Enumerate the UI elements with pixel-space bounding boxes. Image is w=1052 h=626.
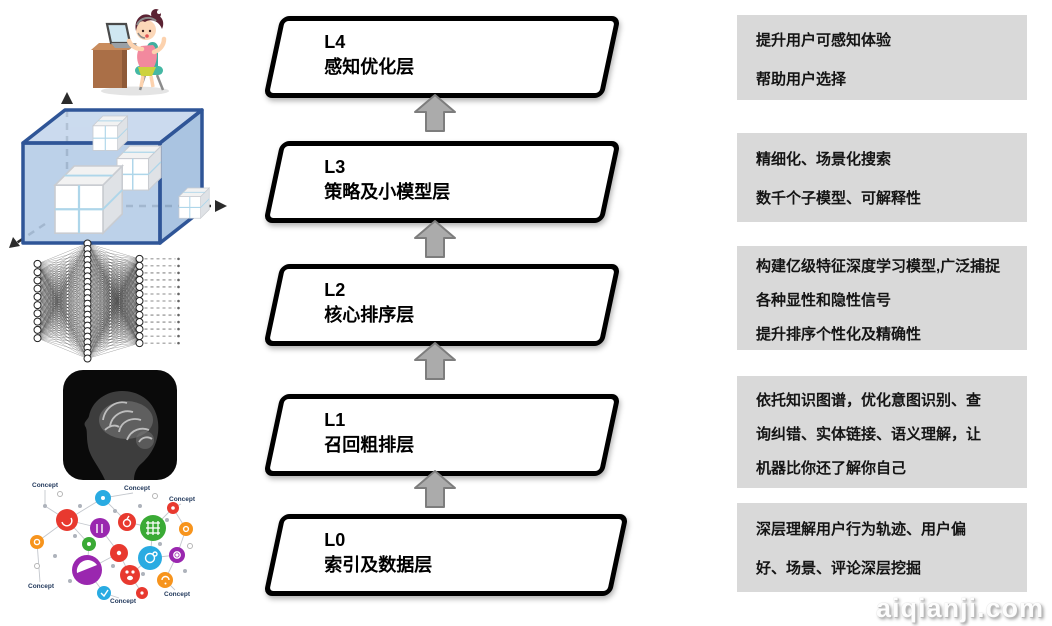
concept-label: Concept: [28, 583, 55, 590]
knowledge-graph-icon: Concept Concept Concept Concept Concept …: [28, 482, 196, 605]
cube-icon: [9, 92, 227, 248]
knowledge-graph-figure: Concept Concept Concept Concept Concept …: [15, 476, 196, 609]
graph-node-glyphs: [33, 496, 190, 598]
layer-id-l4: L4: [324, 32, 346, 52]
layer-id-l3: L3: [324, 157, 346, 177]
head-silhouette: [84, 391, 159, 480]
up-arrow-icon: [413, 341, 457, 381]
description-box-l3: 精细化、场景化搜索 数千个子模型、可解释性: [737, 133, 1027, 222]
axis-up-arrowhead: [61, 92, 73, 104]
description-line: 深层理解用户行为轨迹、用户偏: [756, 521, 967, 538]
layer-id-l0: L0: [324, 530, 346, 550]
layer-name-l4: 感知优化层: [324, 57, 415, 77]
brain-folds: [102, 401, 153, 443]
layer-id-l2: L2: [324, 280, 346, 300]
description-box-l2: 构建亿级特征深度学习模型,广泛捕捉 各种显性和隐性信号 提升排序个性化及精确性: [737, 246, 1027, 350]
vector-space-cube-figure: [5, 88, 230, 258]
layer-box-l0: L0 索引及数据层: [263, 514, 629, 596]
up-arrow-icon: [413, 469, 457, 509]
layer-box-l3: L3 策略及小模型层: [263, 141, 621, 223]
layer-box-l1: L1 召回粗排层: [263, 394, 621, 476]
layer-id-l1: L1: [324, 410, 346, 430]
axis-right-arrowhead: [215, 200, 227, 212]
layer-name-l2: 核心排序层: [324, 305, 415, 325]
layer-box-l2: L2 核心排序层: [263, 264, 621, 346]
layer-name-l0: 索引及数据层: [324, 555, 433, 575]
neural-network-icon: [33, 239, 180, 363]
watermark-text: aiqianji.com: [875, 593, 1044, 623]
brain-xray-figure: [63, 370, 177, 485]
layer-name-l3: 策略及小模型层: [324, 182, 451, 202]
graph-connector-dots: [43, 504, 187, 583]
description-line: 询纠错、实体链接、语义理解，让: [756, 426, 982, 443]
description-line: 精细化、场景化搜索: [756, 151, 892, 168]
mini-cube-large: [53, 164, 124, 235]
concept-label: Concept: [169, 496, 195, 503]
layer-name-l1: 召回粗排层: [324, 435, 415, 455]
description-box-l1: 依托知识图谱，优化意图识别、查 询纠错、实体链接、语义理解，让 机器比你还了解你…: [737, 376, 1027, 488]
description-line: 数千个子模型、可解释性: [756, 190, 922, 207]
concept-label: Concept: [124, 485, 151, 492]
description-line: 提升排序个性化及精确性: [756, 326, 922, 343]
description-line: 各种显性和隐性信号: [756, 292, 892, 309]
description-line: 构建亿级特征深度学习模型,广泛捕捉: [756, 258, 1001, 275]
mini-cube-right: [116, 145, 162, 191]
mini-cube-outside: [178, 187, 210, 219]
description-line: 机器比你还了解你自己: [756, 460, 907, 477]
description-box-l4: 提升用户可感知体验 帮助用户选择: [737, 15, 1027, 100]
axis-diagonal-arrowhead: [9, 237, 20, 248]
layer-box-l4: L4 感知优化层: [263, 16, 621, 98]
girl-at-laptop-icon: [91, 9, 169, 96]
description-line: 提升用户可感知体验: [756, 32, 892, 49]
graph-open-dots: [34, 491, 193, 569]
desk: [91, 43, 137, 88]
description-line: 好、场景、评论深层挖掘: [756, 560, 922, 577]
neural-network-figure: [25, 238, 190, 369]
description-line: 帮助用户选择: [756, 71, 847, 88]
concept-label: Concept: [32, 482, 59, 489]
girl-at-laptop-clipart: [85, 8, 180, 101]
concept-labels: Concept Concept Concept Concept Concept …: [28, 482, 196, 605]
girl: [126, 9, 167, 88]
description-box-l0: 深层理解用户行为轨迹、用户偏 好、场景、评论深层挖掘: [737, 503, 1027, 592]
mini-cube-top: [92, 115, 129, 152]
up-arrow-icon: [413, 93, 457, 133]
concept-label: Concept: [164, 591, 191, 598]
up-arrow-icon: [413, 219, 457, 259]
description-line: 依托知识图谱，优化意图识别、查: [756, 392, 982, 409]
cerebellum-region: [136, 431, 154, 449]
concept-label: Concept: [110, 598, 137, 604]
brain-icon: [63, 370, 177, 480]
